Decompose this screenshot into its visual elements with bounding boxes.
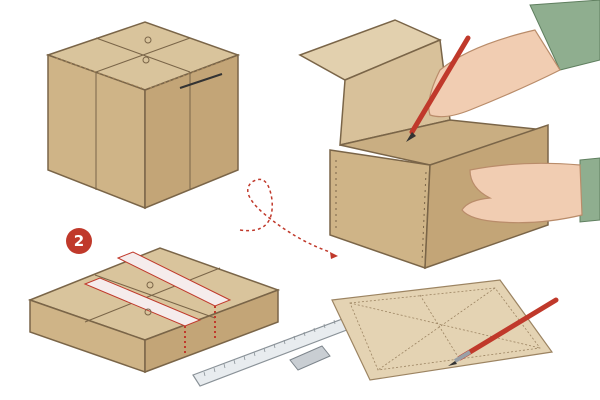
tape-strip xyxy=(116,251,232,307)
open-box-front-left xyxy=(329,149,431,270)
dotted-arrow-icon xyxy=(239,178,338,259)
template-sheet xyxy=(331,279,554,381)
sleeve xyxy=(529,0,600,71)
ruler-clip xyxy=(289,345,331,371)
sleeve-lower xyxy=(579,157,600,223)
pen-icon xyxy=(448,297,559,366)
step-number-badge: 2 xyxy=(66,228,92,254)
hand-holding-box xyxy=(461,157,600,224)
flat-package-right-side xyxy=(144,288,279,374)
flat-package xyxy=(27,247,281,374)
hand-with-pencil xyxy=(406,0,600,142)
closed-box xyxy=(45,21,241,210)
pencil-icon xyxy=(406,35,471,142)
